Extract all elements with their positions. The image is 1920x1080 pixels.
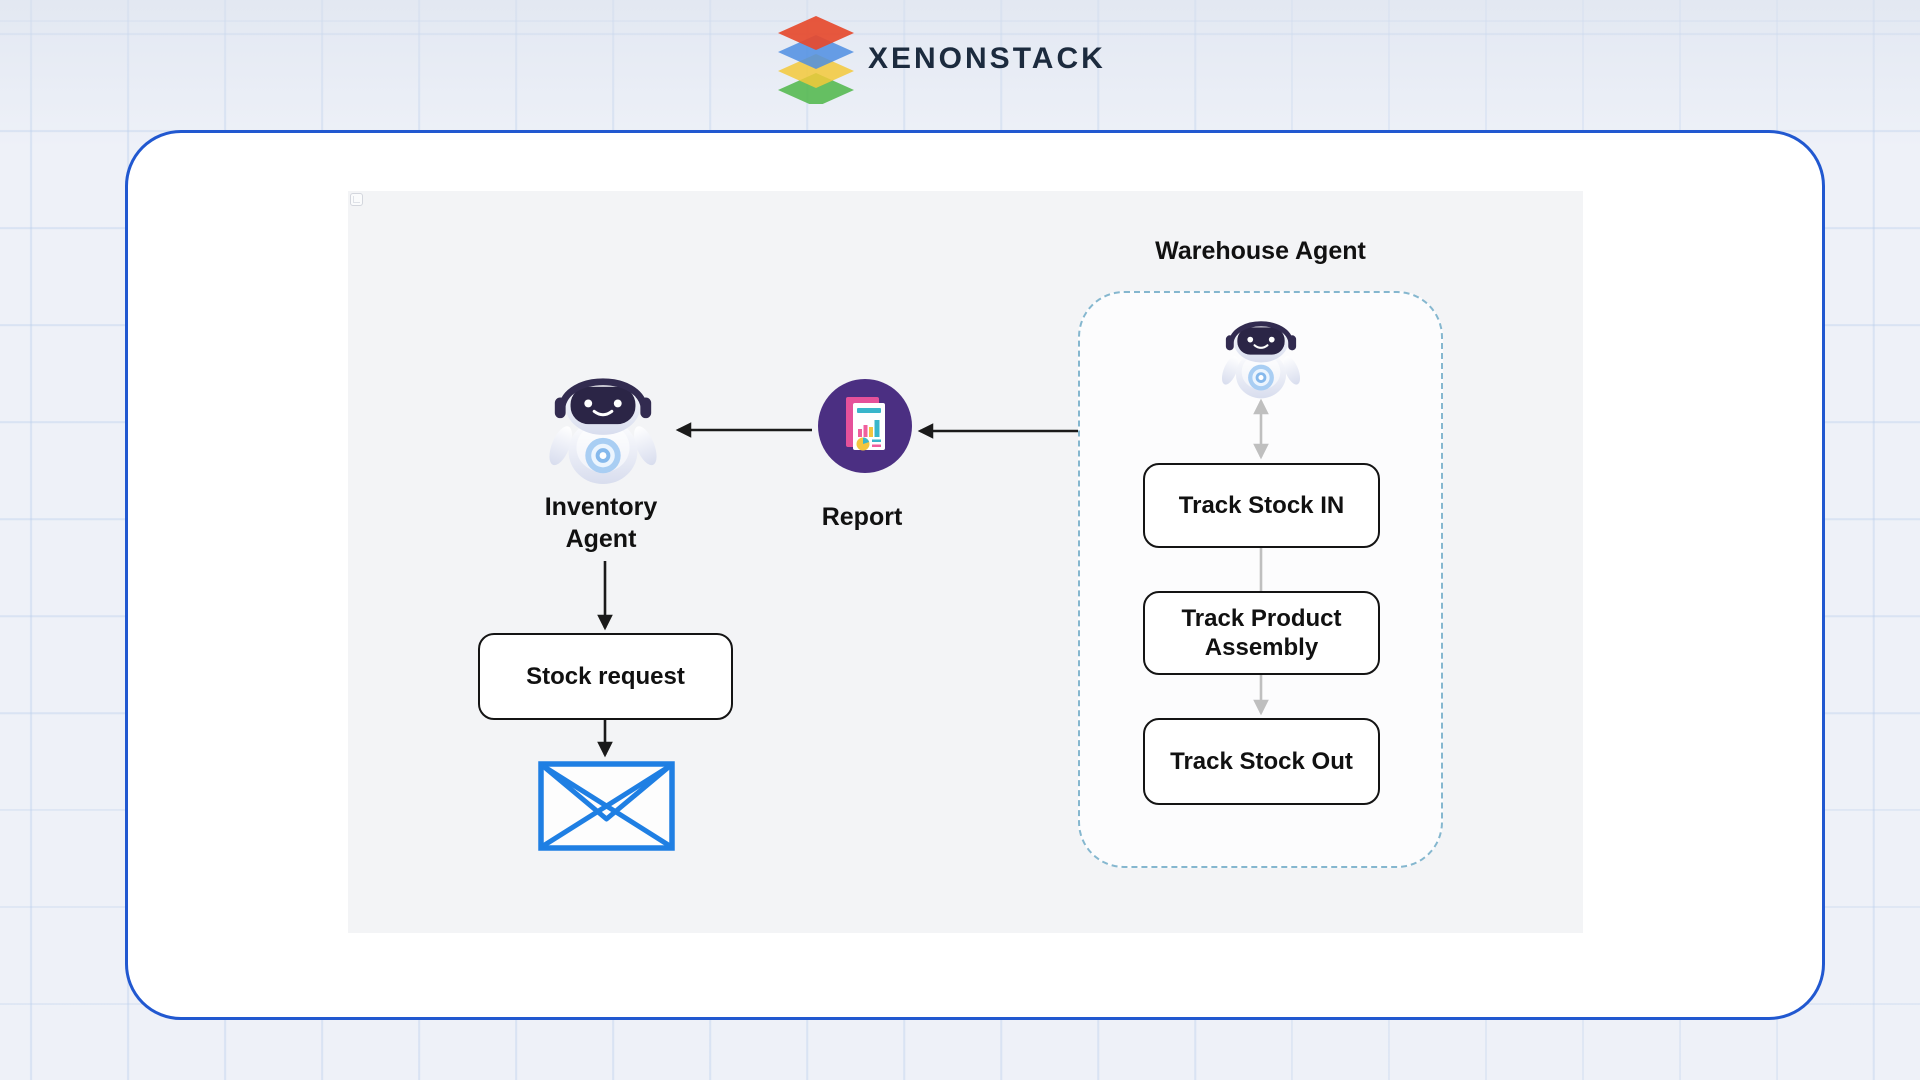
track-stock-out-node: Track Stock Out [1143,718,1380,805]
xenonstack-logo-icon [778,16,854,104]
diagram-canvas: Inventory Agent Report Stock request War… [348,191,1583,933]
email-envelope-icon [538,761,675,851]
inventory-agent-label: Inventory Agent [544,493,658,553]
brand-header: XENONSTACK [777,14,1106,104]
inventory-robot-icon [544,367,662,489]
report-chart-icon [815,376,915,476]
report-label: Report [821,503,903,531]
track-stock-in-node: Track Stock IN [1143,463,1380,548]
canvas-corner-glyph [350,193,363,206]
warehouse-agent-title: Warehouse Agent [1155,237,1366,265]
warehouse-robot-icon [1218,313,1304,402]
diagram-card: Inventory Agent Report Stock request War… [125,130,1825,1020]
stock-request-node: Stock request [478,633,733,720]
brand-name: XENONSTACK [868,42,1106,75]
track-product-assembly-node: Track Product Assembly [1143,591,1380,675]
